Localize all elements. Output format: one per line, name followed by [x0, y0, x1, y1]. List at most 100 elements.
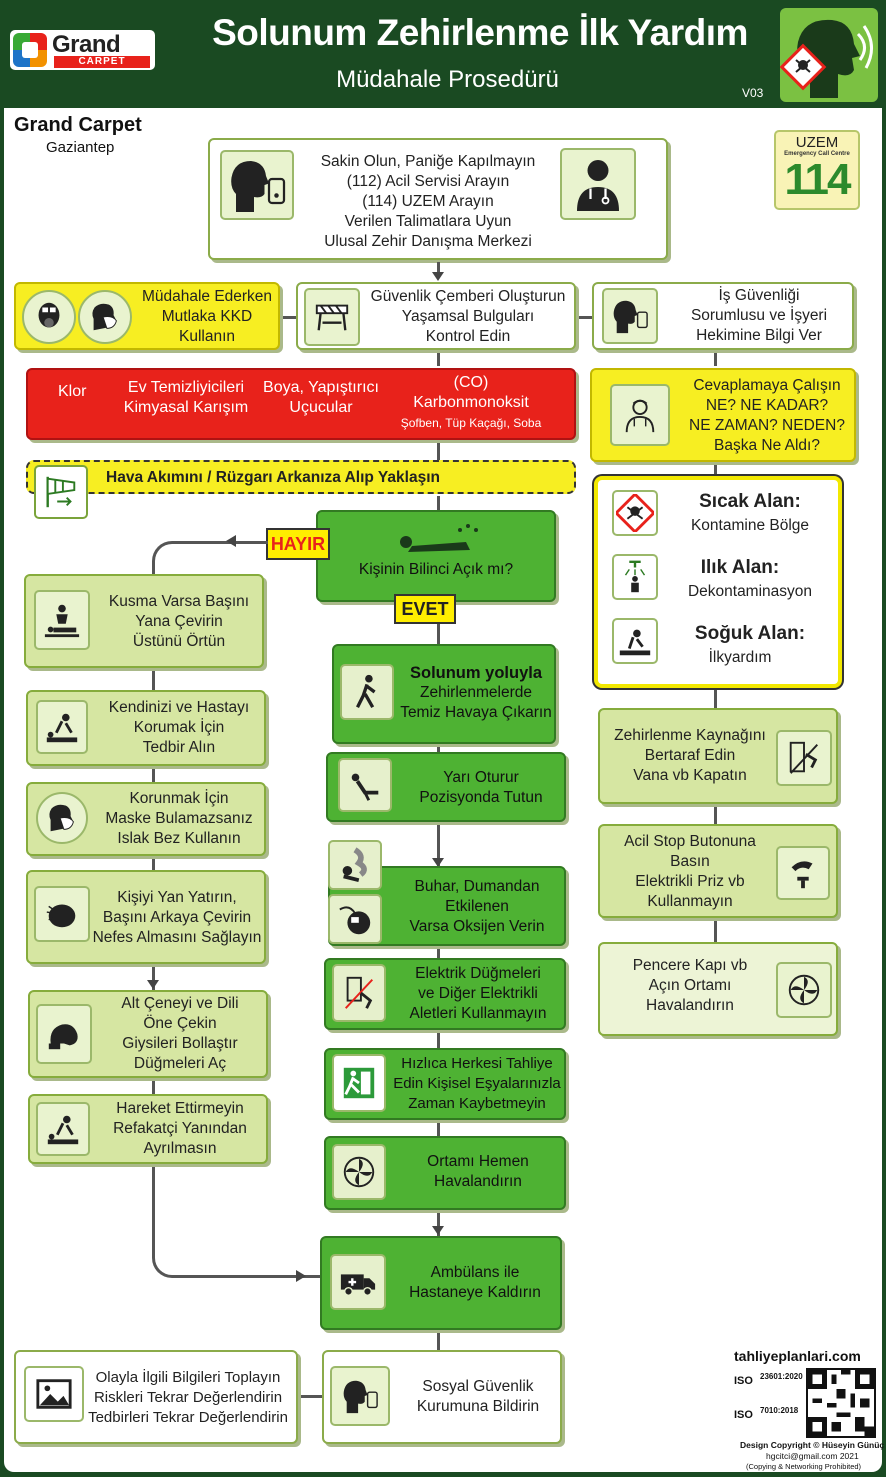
top-line-5: Ulusal Zehir Danışma Merkezi	[324, 233, 532, 250]
uzem-sub: Emergency Call Centre	[784, 151, 850, 157]
hazard-face-icon	[780, 8, 878, 102]
right-step-2: Acil Stop Butonuna Basın Elektrikli Priz…	[598, 824, 838, 918]
phone-head-icon	[220, 150, 294, 220]
question-line-2: NE? NE KADAR?	[705, 397, 829, 414]
phone-head-icon-2	[602, 288, 658, 344]
cs4-l1: Elektrik Düğmeleri	[415, 965, 541, 982]
logo-sub-text: CARPET	[54, 56, 150, 68]
image-icon	[24, 1366, 84, 1422]
ls3-l3: Islak Bez Kullanın	[117, 830, 241, 847]
iso-badge-2: ISO 7010:2018	[734, 1404, 804, 1426]
zone-cold-desc: İlkyardım	[708, 649, 772, 666]
klor-label: Klor	[58, 383, 87, 400]
company-name: Grand Carpet	[14, 114, 142, 136]
amb-l2: Hastaneye Kaldırın	[409, 1284, 541, 1301]
iso-number-1: 23601:2020	[760, 1372, 803, 1381]
lying-person-icon	[388, 520, 488, 560]
ev-line-1: Ev Temizliyicileri	[127, 379, 245, 396]
cs2-l1: Yarı Oturur	[443, 769, 519, 786]
top-box-text: Sakin Olun, Paniğe Kapılmayın (112) Acil…	[310, 150, 546, 254]
cember-line-3: Kontrol Edin	[425, 328, 511, 345]
left-step-2: Kendinizi ve Hastayı Korumak İçin Tedbir…	[26, 690, 266, 766]
isg-line-2: Sorumlusu ve İşyeri	[690, 307, 828, 324]
left-step-3-text: Korunmak İçin Maske Bulamazsanız Islak B…	[94, 786, 264, 852]
phone-head-icon-3	[330, 1366, 390, 1426]
zone-hot-desc: Kontamine Bölge	[690, 517, 810, 534]
amb-l1: Ambülans ile	[430, 1264, 520, 1281]
ambulance-box: Ambülans ile Hastaneye Kaldırın	[320, 1236, 562, 1330]
rs3-l3: Havalandırın	[646, 997, 734, 1014]
left-step-6-text: Hareket Ettirmeyin Refakatçi Yanından Ay…	[94, 1098, 266, 1160]
rs2-l4: Kullanmayın	[647, 893, 733, 910]
cs1-bold: Solunum yoluyla	[409, 664, 543, 682]
boya-line-1: Boya, Yapıştırıcı	[263, 379, 379, 396]
zone-warm-title: Ilık Alan:	[700, 557, 780, 578]
bl-l3: Tedbirleri Tekrar Değerlendirin	[88, 1409, 288, 1426]
left-step-5-text: Alt Çeneyi ve Dili Öne Çekin Giysileri B…	[96, 994, 264, 1074]
right-step-1-text: Zehirlenme Kaynağını Bertaraf Edin Vana …	[602, 716, 778, 796]
chemicals-red-box: Klor Ev Temizliyicileri Kimyasal Karışım…	[26, 368, 576, 440]
top-box: Sakin Olun, Paniğe Kapılmayın (112) Acil…	[208, 138, 668, 260]
conscious-question: Kişinin Bilinci Açık mı?	[358, 561, 514, 578]
question-line-3: NE ZAMAN? NEDEN?	[689, 417, 845, 434]
ev-text: Ev Temizliyicileri Kimyasal Karışım	[116, 378, 256, 418]
co-line-2: Karbonmonoksit	[413, 394, 529, 411]
rs2-l2: Basın	[670, 853, 710, 870]
zones-box: Sıcak Alan: Kontamine Bölge Ilık Alan: D…	[594, 476, 842, 688]
center-step-6: Ortamı Hemen Havalandırın	[324, 1136, 566, 1210]
ls3-l2: Maske Bulamazsanız	[105, 810, 253, 827]
oxygen-icon	[328, 894, 382, 944]
top-line-1: Sakin Olun, Paniğe Kapılmayın	[320, 153, 536, 170]
left-step-4: Kişiyi Yan Yatırın, Başını Arkaya Çeviri…	[26, 870, 266, 964]
logo-mark-icon	[13, 33, 47, 67]
skull-hazard-icon	[612, 490, 658, 536]
copy-note: (Copying & Networking Prohibited)	[746, 1462, 862, 1471]
wind-text: Hava Akımını / Rüzgarı Arkanıza Alıp Yak…	[106, 469, 440, 486]
logo-main-text: Grand	[52, 31, 121, 58]
ls1-l1: Kusma Varsa Başını	[108, 593, 250, 610]
center-step-3-text: Buhar, Dumandan Etkilenen Varsa Oksijen …	[390, 870, 564, 944]
rescuer-icon-2	[36, 1102, 90, 1156]
boya-line-2: Uçucular	[289, 399, 353, 416]
cember-line-2: Yaşamsal Bulguları	[401, 308, 535, 325]
co-line-1: (CO)	[453, 374, 489, 391]
left-step-6: Hareket Ettirmeyin Refakatçi Yanından Ay…	[28, 1094, 268, 1164]
cs4-l2: ve Diğer Elektrikli	[418, 985, 538, 1002]
kkd-line-3: Kullanın	[178, 328, 235, 345]
evet-tag: EVET	[394, 594, 456, 624]
mask-icon-2	[36, 792, 88, 844]
cs3-l1: Buhar, Dumandan	[414, 878, 540, 895]
left-step-5: Alt Çeneyi ve Dili Öne Çekin Giysileri B…	[28, 990, 268, 1078]
iso-word-2: ISO	[734, 1409, 753, 1421]
ambulance-icon	[330, 1254, 386, 1310]
right-step-1: Zehirlenme Kaynağını Bertaraf Edin Vana …	[598, 708, 838, 804]
ls2-l2: Korumak İçin	[133, 719, 225, 736]
page-subtitle: Müdahale Prosedürü	[336, 66, 559, 93]
fan-icon	[332, 1144, 386, 1200]
cs6-l1: Ortamı Hemen	[427, 1153, 529, 1170]
version-label: V03	[742, 86, 764, 100]
center-step-1: Solunum yoluyla Zehirlenmelerde Temiz Ha…	[332, 644, 556, 744]
site-link[interactable]: tahliyeplanlari.com	[734, 1348, 861, 1364]
center-step-2: Yarı Oturur Pozisyonda Tutun	[326, 752, 566, 822]
first-aid-icon	[612, 618, 658, 664]
nurse-icon	[610, 384, 670, 446]
rs1-l2: Bertaraf Edin	[644, 747, 736, 764]
doctor-icon	[560, 148, 636, 220]
center-step-1-text: Solunum yoluyla Zehirlenmelerde Temiz Ha…	[396, 658, 556, 728]
cember-line-1: Güvenlik Çemberi Oluşturun	[370, 288, 566, 305]
left-step-4-text: Kişiyi Yan Yatırın, Başını Arkaya Çeviri…	[88, 880, 266, 956]
copyright-text: Design Copyright © Hüseyin Günüç Çitçi	[740, 1440, 886, 1450]
kkd-text: Müdahale Ederken Mutlaka KKD Kullanın	[136, 288, 278, 346]
ls1-l2: Yana Çevirin	[135, 613, 223, 630]
ls2-l1: Kendinizi ve Hastayı	[108, 699, 250, 716]
cs1-l2: Temiz Havaya Çıkarın	[400, 704, 552, 721]
center-step-6-text: Ortamı Hemen Havalandırın	[390, 1140, 566, 1204]
cs5-l3: Zaman Kaybetmeyin	[408, 1095, 546, 1112]
ls4-l1: Kişiyi Yan Yatırın,	[117, 889, 237, 906]
center-step-5: Hızlıca Herkesi Tahliye Edin Kişisel Eşy…	[324, 1048, 566, 1120]
vomit-care-icon	[34, 590, 90, 650]
rs3-l2: Açın Ortamı	[648, 977, 732, 994]
cs5-l1: Hızlıca Herkesi Tahliye	[401, 1055, 553, 1072]
left-step-1-text: Kusma Varsa Başını Yana Çevirin Üstünü Ö…	[96, 584, 262, 660]
